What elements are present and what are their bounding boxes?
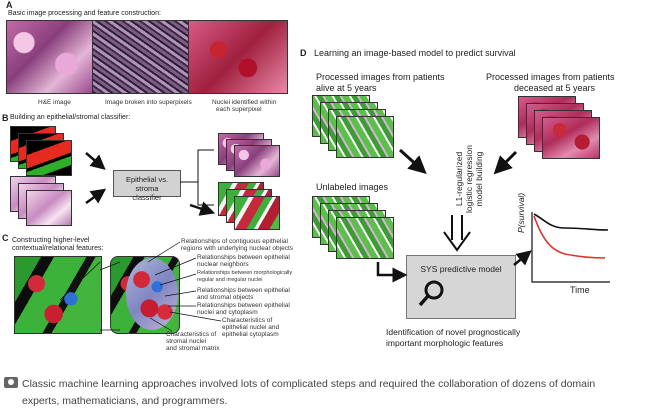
survival-curve-deceased — [533, 215, 606, 259]
context-zoom-circle — [126, 258, 178, 330]
feature-label: nuclear neighbors — [197, 261, 249, 268]
leader-line — [147, 241, 181, 263]
plot-axes — [531, 212, 610, 283]
context-image — [14, 256, 102, 334]
he-image — [6, 20, 93, 94]
alive-label-1: Processed images from patients — [316, 72, 445, 82]
camera-icon — [4, 377, 18, 388]
alive-label-2: alive at 5 years — [316, 83, 377, 93]
training-image-3 — [26, 190, 72, 226]
alive-image-4 — [336, 116, 394, 158]
arrow-train-to-classifier — [85, 188, 107, 205]
unlabeled-image-4 — [336, 217, 394, 259]
arrow-mask-to-classifier — [85, 152, 106, 170]
identification-label-1: Identification of novel prognostically — [386, 327, 521, 337]
double-arrow-model — [443, 215, 471, 252]
survival-plot — [531, 212, 610, 283]
survival-curve-alive — [533, 213, 609, 231]
panel-c-title-2: contextual/relational features: — [12, 245, 104, 252]
figure-caption: Classic machine learning approaches invo… — [22, 378, 596, 407]
feature-label: Characteristics of — [222, 317, 273, 324]
panel-c-letter: C — [2, 233, 9, 243]
panel-b-title: Building an epithelial/stromal classifie… — [10, 114, 131, 121]
panel-a-title: Basic image processing and feature const… — [8, 10, 161, 17]
deceased-image-4 — [542, 117, 600, 159]
feature-label: epithelial nuclei and — [222, 324, 280, 331]
feature-label: Characteristics of — [166, 331, 217, 338]
panel-b-letter: B — [2, 113, 9, 123]
leader-line — [149, 317, 173, 332]
mask-image-3 — [26, 140, 72, 176]
feature-label: Relationships between epithelial — [197, 254, 290, 261]
arrow-alive-to-model — [398, 148, 427, 175]
panel-a-letter: A — [6, 0, 13, 10]
magnifier-icon — [418, 280, 444, 307]
panel-d-letter: D — [300, 48, 307, 58]
classifier-box: Epithelial vs. stroma classifier — [113, 170, 181, 202]
leader-line — [99, 261, 121, 331]
arrow-to-output — [189, 201, 216, 216]
feature-label: epithelial cytoplasm — [222, 331, 279, 338]
identification-label-2: important morphologic features — [386, 338, 504, 348]
survival-x-axis-label: Time — [570, 285, 590, 295]
leader-line — [59, 261, 101, 301]
arrow-deceased-to-model — [493, 150, 518, 175]
deceased-label-2: deceased at 5 years — [514, 83, 596, 93]
feature-label: regular and irregular nuclei — [197, 277, 263, 283]
classifier-branch — [180, 149, 214, 206]
classifier-label-2: classifier — [132, 193, 162, 202]
sys-model-label: SYS predictive model — [420, 264, 502, 274]
leader-line — [169, 311, 222, 322]
deceased-label-1: Processed images from patients — [486, 72, 615, 82]
leader-line — [159, 273, 197, 286]
feature-label: stromal nuclei — [166, 338, 207, 345]
panel-c-title-1: Constructing higher-level — [12, 237, 90, 244]
output-he-3 — [234, 145, 280, 177]
superpixel-image — [92, 20, 189, 94]
feature-label: and stromal matrix — [166, 345, 220, 352]
sys-model-box: SYS predictive model — [406, 255, 516, 319]
feature-label: and stromal objects — [197, 294, 254, 301]
arrow-sys-to-curve — [513, 250, 532, 266]
feature-label: Relationships between epithelial — [197, 287, 290, 294]
feature-label: Relationships of contiguous epithelial — [181, 238, 288, 245]
feature-label: Relationships between morphologically — [197, 270, 293, 276]
leader-line — [164, 290, 197, 297]
nuclei-caption-1: Nuclei identified within — [212, 99, 277, 106]
arrow-unlabeled-to-sys — [376, 262, 408, 283]
unlabeled-label: Unlabeled images — [316, 182, 389, 192]
he-caption: H&E image — [38, 99, 71, 106]
superpixel-caption: Image broken into superpixels — [105, 99, 192, 106]
leader-line — [154, 257, 197, 276]
classifier-label-1: Epithelial vs. stroma — [125, 175, 169, 193]
nuclei-image — [188, 20, 288, 94]
nuclei-caption-2: each superpixel — [216, 106, 262, 113]
feature-label: regions with underlying nuclear objects — [181, 245, 294, 252]
feature-label: nuclei and cytoplasm — [197, 309, 258, 316]
panel-d-title: Learning an image-based model to predict… — [314, 48, 516, 58]
output-seg-3 — [234, 196, 280, 230]
feature-label: Relationships between epithelial — [197, 302, 290, 309]
